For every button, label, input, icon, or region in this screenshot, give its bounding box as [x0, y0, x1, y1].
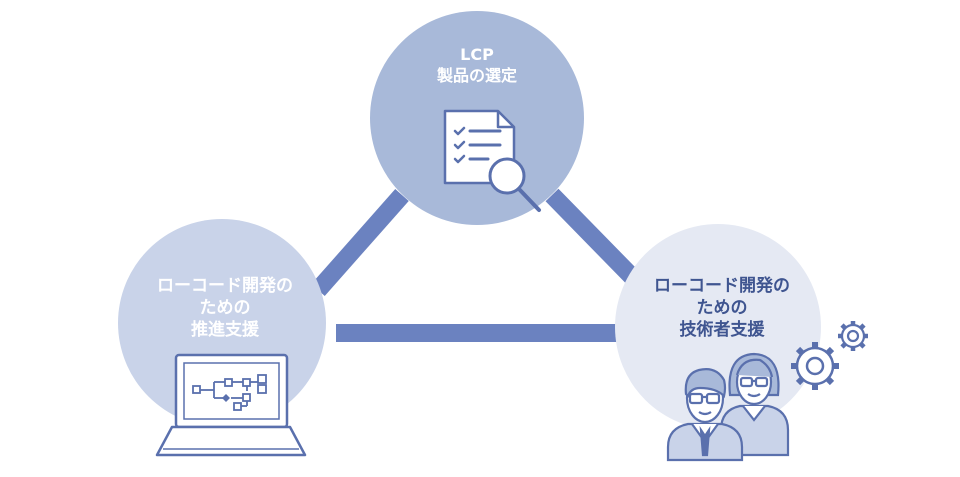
node-right-line1: ローコード開発の — [654, 275, 790, 296]
node-lcp-subtitle: 製品の選定 — [436, 66, 517, 85]
node-left-line1: ローコード開発の — [157, 275, 293, 296]
engineers-gears-icon — [666, 321, 868, 462]
node-left-line2: ための — [200, 298, 251, 318]
node-lcp-selection: LCP 製品の選定 — [370, 11, 584, 225]
laptop-flowchart-icon — [155, 353, 307, 457]
node-lcp-title: LCP — [460, 45, 494, 64]
node-left-line3: 推進支援 — [191, 319, 260, 340]
node-right-line3: 技術者支援 — [680, 319, 766, 340]
gear-icon — [791, 342, 839, 390]
checklist-document-magnifier-icon — [443, 109, 541, 212]
node-right-line2: ための — [697, 298, 748, 318]
node-engineer-support: ローコード開発の ための 技術者支援 — [615, 224, 868, 462]
connector-top-right — [545, 188, 647, 292]
triangle-connectors — [311, 188, 647, 342]
small-gear-icon — [838, 321, 868, 351]
connector-top-left — [311, 189, 409, 296]
engineer-man-icon — [666, 368, 744, 462]
node-promotion-support: ローコード開発の ための 推進支援 — [118, 219, 326, 457]
